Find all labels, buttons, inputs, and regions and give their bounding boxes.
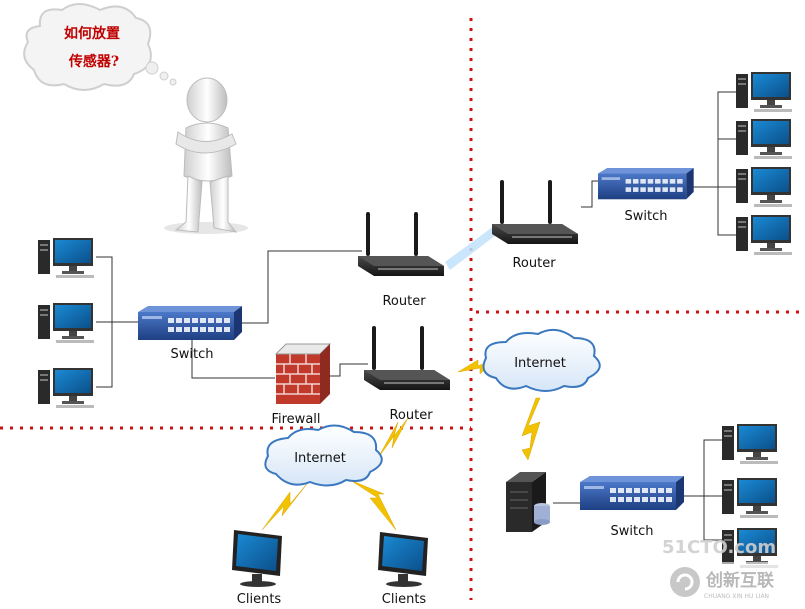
router-top-right: Router [492,180,578,271]
thought-line-2: 传感器? [68,53,119,70]
firewall: Firewall [271,343,332,427]
workstation [736,119,792,159]
lightning-bolt [349,479,397,531]
lightning-bolt [521,397,541,461]
left-workstations [38,238,94,408]
router-middle-label: Router [389,408,433,423]
watermark-brand-sub: CHUANG XIN HU LIAN [704,593,769,600]
internet-label-left: Internet [294,451,346,466]
watermark-brand: 创新互联 [705,570,774,591]
workstation [38,238,94,278]
brand-logo-icon [670,567,700,597]
firewall-label: Firewall [271,412,320,427]
workstation [38,303,94,343]
internet-cloud-left: Internet [264,424,383,487]
internet-label-right: Internet [514,356,566,371]
switch-left-label: Switch [171,347,214,362]
workstation [722,478,778,518]
switch-top-right-label: Switch [625,209,668,224]
thinking-person-figure [164,77,248,234]
clients-label-1: Clients [237,592,282,607]
workstation [736,72,792,112]
client-monitor-1: Clients [232,530,282,607]
workstation [736,215,792,255]
thought-line-1: 如何放置 [64,25,120,42]
switch-top-right: Switch [598,168,694,224]
switch-bottom-right: Switch [580,476,684,539]
thought-bubble: 如何放置 传感器? [23,3,177,91]
lightning-bolts [261,357,541,531]
router-top-right-label: Router [512,256,556,271]
client-monitor-2: Clients [378,532,428,607]
server [506,472,550,532]
connections [96,91,736,541]
lightning-bolt [261,479,311,531]
workstation [736,167,792,207]
wireless-link [445,226,500,270]
zone-dividers [0,18,805,600]
workstation [38,368,94,408]
clients-label-2: Clients [382,592,427,607]
switch-bottom-right-label: Switch [611,524,654,539]
top-right-workstations [736,72,792,255]
router-top-label: Router [382,294,426,309]
watermark: 51CTO.com 创新互联 CHUANG XIN HU LIAN [662,537,802,604]
router-middle: Router [364,326,450,423]
router-top: Router [358,212,444,309]
lightning-bolt [377,417,409,459]
switch-left: Switch [138,306,242,362]
workstation [722,424,778,464]
watermark-site: 51CTO.com [662,537,776,558]
internet-cloud-right: Internet [482,328,601,392]
